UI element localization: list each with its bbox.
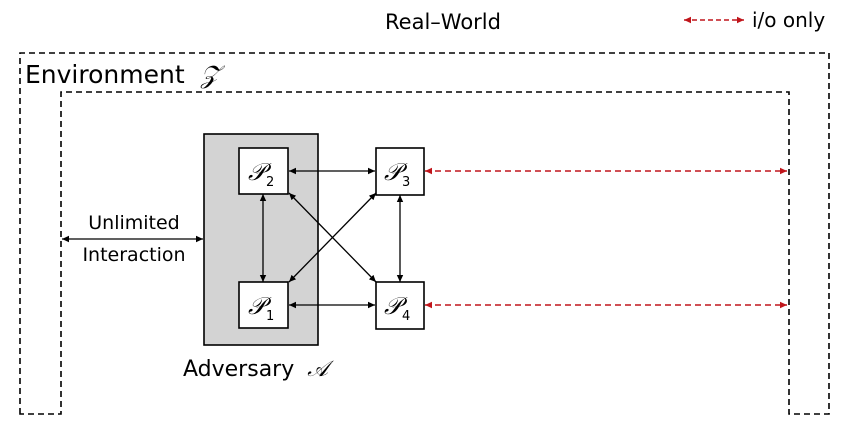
party-channels xyxy=(259,167,404,309)
legend-label: i/o only xyxy=(752,8,825,32)
party-p4: 𝒫 4 xyxy=(375,281,425,330)
environment-frame xyxy=(19,52,830,415)
party-p4-index: 4 xyxy=(402,309,410,324)
party-p3-index: 3 xyxy=(402,175,410,190)
interaction-label-line2: Interaction xyxy=(82,244,185,266)
adversary-label: Adversary 𝒜 xyxy=(183,357,334,382)
environment-symbol: 𝒵 xyxy=(200,60,226,89)
environment-label-text: Environment xyxy=(25,60,185,89)
party-p1: 𝒫 1 xyxy=(238,281,289,329)
adversary-label-text: Adversary xyxy=(183,357,294,382)
party-p1-box xyxy=(238,281,289,329)
party-p3: 𝒫 3 xyxy=(375,147,425,196)
party-p3-box xyxy=(375,147,425,196)
diagram-title: Real–World xyxy=(385,10,501,34)
io-channels xyxy=(425,167,787,309)
party-p2: 𝒫 2 xyxy=(238,147,289,195)
party-p2-box xyxy=(238,147,289,195)
channel-p1-p3 xyxy=(288,192,377,283)
party-p1-index: 1 xyxy=(266,309,274,324)
party-p4-box xyxy=(375,281,425,330)
adversary-symbol: 𝒜 xyxy=(307,357,334,382)
environment-label: Environment 𝒵 xyxy=(25,60,226,89)
interaction-label-line1: Unlimited xyxy=(88,212,180,234)
party-p2-index: 2 xyxy=(266,175,274,190)
legend: i/o only xyxy=(684,8,825,32)
